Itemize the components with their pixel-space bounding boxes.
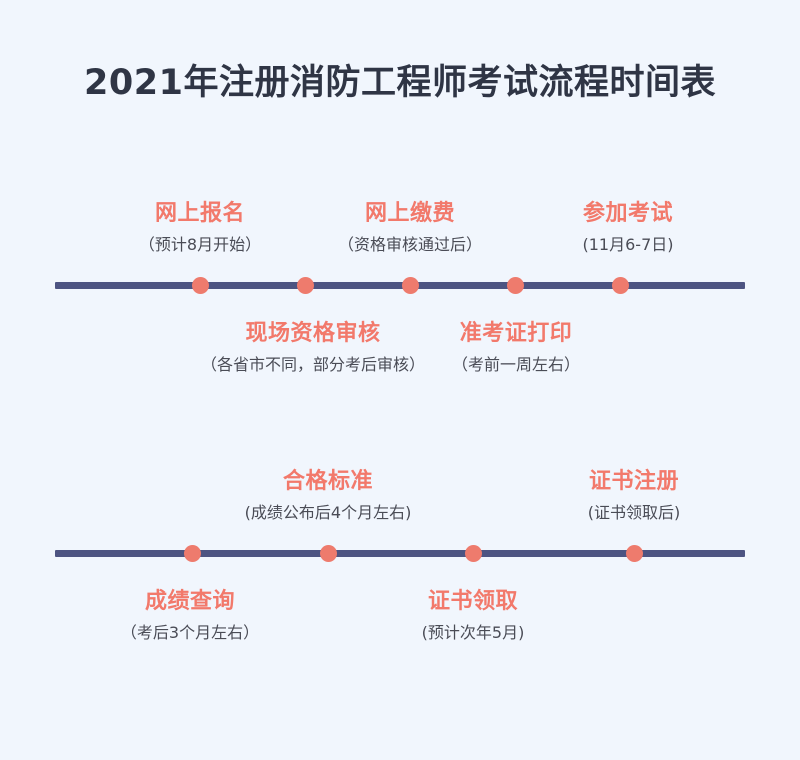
timeline-node [401, 277, 419, 294]
timeline-bottom-rail [55, 550, 745, 557]
milestone: 成绩查询 （考后3个月左右） [121, 588, 259, 643]
milestone-subtitle: （资格审核通过后） [337, 234, 483, 254]
milestone-title: 证书领取 [427, 589, 519, 614]
timeline-node [625, 545, 643, 562]
milestone-title: 网上报名 [154, 201, 245, 226]
timeline-top-rail [55, 282, 745, 289]
milestone: 准考证打印 （考前一周左右） [452, 320, 580, 375]
milestone-title: 现场资格审核 [245, 321, 381, 346]
milestone-subtitle: (证书领取后) [587, 502, 681, 522]
timeline-node [183, 545, 201, 562]
milestone-subtitle: (成绩公布后4个月左右) [244, 502, 412, 522]
milestone: 合格标准 (成绩公布后4个月左右) [245, 468, 412, 523]
milestone: 参加考试 (11月6-7日) [583, 200, 674, 255]
milestone-subtitle: （考后3个月左右） [120, 622, 260, 642]
milestone-subtitle: (预计次年5月) [421, 622, 525, 642]
milestone-title: 准考证打印 [459, 321, 573, 346]
milestone: 网上缴费 （资格审核通过后） [338, 200, 482, 255]
milestone-subtitle: (11月6-7日) [582, 234, 674, 254]
milestone-subtitle: （预计8月开始） [138, 234, 262, 254]
timeline-node [464, 545, 482, 562]
milestone: 证书领取 (预计次年5月) [422, 588, 525, 643]
page-title: 2021年注册消防工程师考试流程时间表 [84, 63, 716, 103]
timeline-node [611, 277, 629, 294]
milestone-title: 证书注册 [588, 469, 679, 494]
timeline-node [296, 277, 314, 294]
milestone-subtitle: （考前一周左右） [451, 354, 581, 374]
milestone-subtitle: （各省市不同，部分考后审核） [200, 354, 426, 374]
milestone: 现场资格审核 （各省市不同，部分考后审核） [201, 320, 425, 375]
timeline-bottom [55, 545, 745, 562]
timeline-node [191, 277, 209, 294]
milestone-title: 网上缴费 [364, 201, 456, 226]
milestone-title: 成绩查询 [144, 589, 235, 614]
milestone-title: 参加考试 [582, 201, 674, 226]
timeline-top [55, 277, 745, 294]
timeline-node [506, 277, 524, 294]
timeline-node [319, 545, 337, 562]
milestone-title: 合格标准 [282, 469, 374, 494]
milestone: 网上报名 （预计8月开始） [139, 200, 261, 255]
milestone: 证书注册 (证书领取后) [588, 468, 681, 523]
